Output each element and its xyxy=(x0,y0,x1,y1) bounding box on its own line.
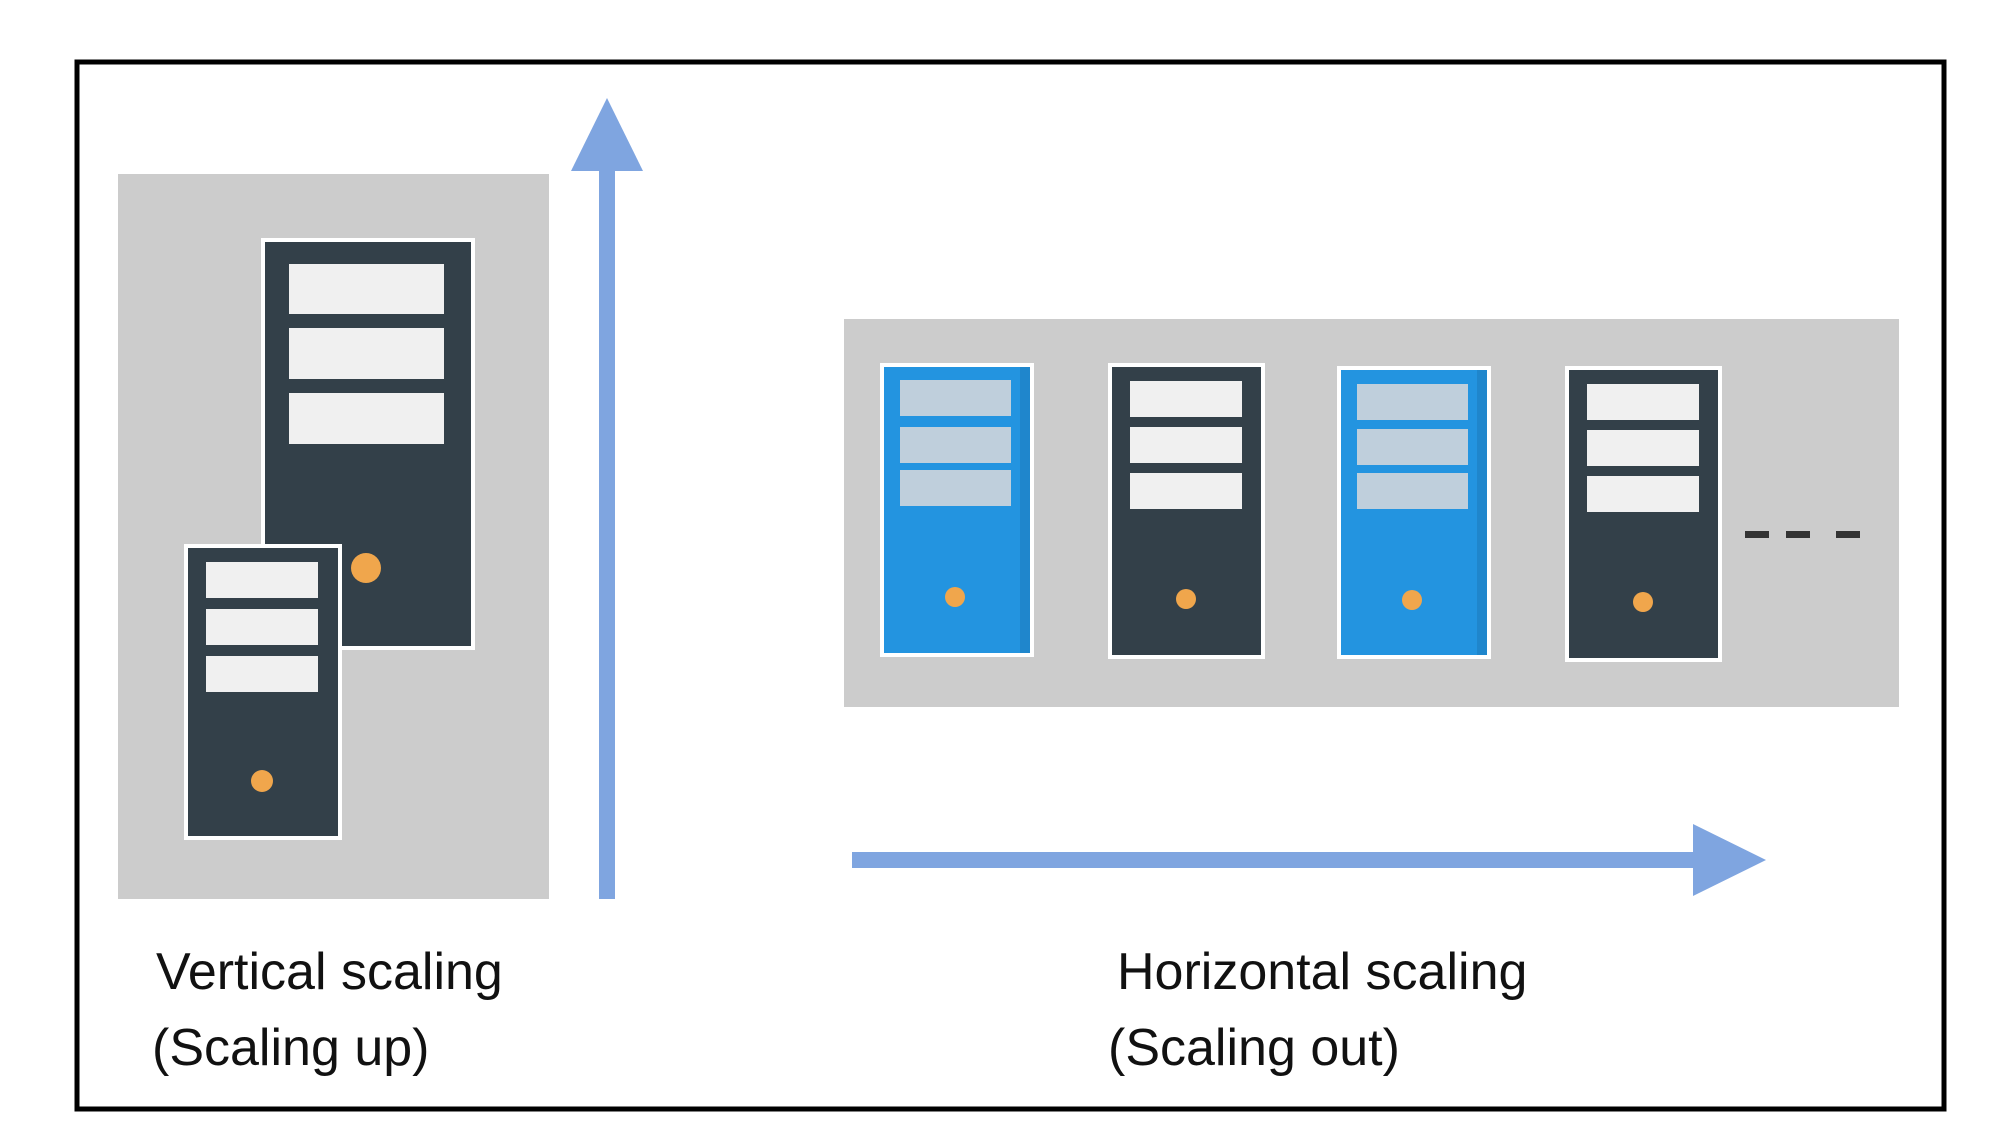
server-icon xyxy=(880,363,1034,657)
arrow-right-icon xyxy=(852,824,1766,896)
server-icon xyxy=(1337,366,1491,659)
horizontal-scaling-title: Horizontal scaling xyxy=(1117,943,1528,1001)
vertical-scaling-title: Vertical scaling xyxy=(156,943,503,1001)
vertical-scaling-subtitle: (Scaling up) xyxy=(152,1019,430,1077)
ellipsis-dashes-icon xyxy=(1745,531,1860,538)
server-icon xyxy=(1108,363,1265,659)
large-server-icon xyxy=(261,238,475,650)
horizontal-scaling-subtitle: (Scaling out) xyxy=(1108,1019,1400,1077)
arrow-up-icon xyxy=(571,98,643,899)
small-server-icon xyxy=(184,544,342,840)
server-icon xyxy=(1565,366,1722,662)
